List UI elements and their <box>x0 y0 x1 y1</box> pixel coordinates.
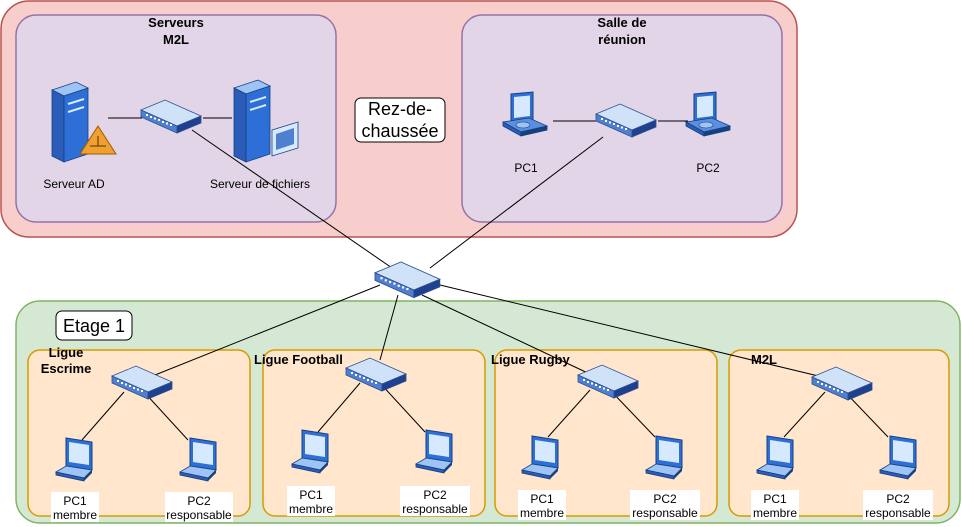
escrime-pc1-label-line1: PC1 <box>63 494 87 508</box>
escrime-pc2-label-line1: PC2 <box>187 494 211 508</box>
network-links <box>81 117 889 441</box>
m2l-pc2-label-line2: responsable <box>865 506 931 520</box>
football-pc1-label-line1: PC1 <box>299 488 323 502</box>
m2l-pc1-label-line2: membre <box>753 506 797 520</box>
ad-server-label: Serveur AD <box>43 177 105 191</box>
first-floor-zone <box>15 300 961 524</box>
rugby-pc2-label-line2: responsable <box>632 506 698 520</box>
servers-room-title-line1: Serveurs <box>148 15 204 30</box>
meeting-pc2-label: PC2 <box>696 161 720 175</box>
league-football-title: Ligue Football <box>254 352 343 367</box>
ad-server-icon <box>50 81 117 163</box>
league-football-zone <box>262 349 486 517</box>
escrime-pc1-label-line2: membre <box>53 508 97 522</box>
first-floor-label: Etage 1 <box>63 316 125 336</box>
league-escrime-title-line2: Escrime <box>41 361 92 376</box>
escrime-pc2-label-line2: responsable <box>166 508 232 522</box>
m2l-pc1-label-line1: PC1 <box>763 492 787 506</box>
football-pc2-label-line2: responsable <box>402 502 468 516</box>
meeting-pc1-label: PC1 <box>514 161 538 175</box>
ground-floor-label-box <box>354 97 446 143</box>
ground-floor-label-line2: chaussée <box>361 121 438 141</box>
meeting-room-title-line2: réunion <box>598 32 646 47</box>
rugby-pc2-label-line1: PC2 <box>653 492 677 506</box>
file-server-icon <box>232 79 299 163</box>
first-floor-label-box <box>55 310 133 341</box>
meeting-room-title-line1: Salle de <box>597 15 646 30</box>
servers-room-title-line2: M2L <box>163 32 189 47</box>
football-pc1-label-line2: membre <box>289 502 333 516</box>
league-m2l-title: M2L <box>751 352 777 367</box>
league-rugby-title: Ligue Rugby <box>491 352 570 367</box>
football-pc2-label-line1: PC2 <box>423 488 447 502</box>
file-server-label: Serveur de fichiers <box>210 177 310 191</box>
m2l-pc2-label-line1: PC2 <box>886 492 910 506</box>
league-escrime-title-line1: Ligue <box>49 345 84 360</box>
rugby-pc1-label-line2: membre <box>520 506 564 520</box>
rugby-pc1-label-line1: PC1 <box>530 492 554 506</box>
ground-floor-label-line1: Rez-de- <box>368 99 432 119</box>
